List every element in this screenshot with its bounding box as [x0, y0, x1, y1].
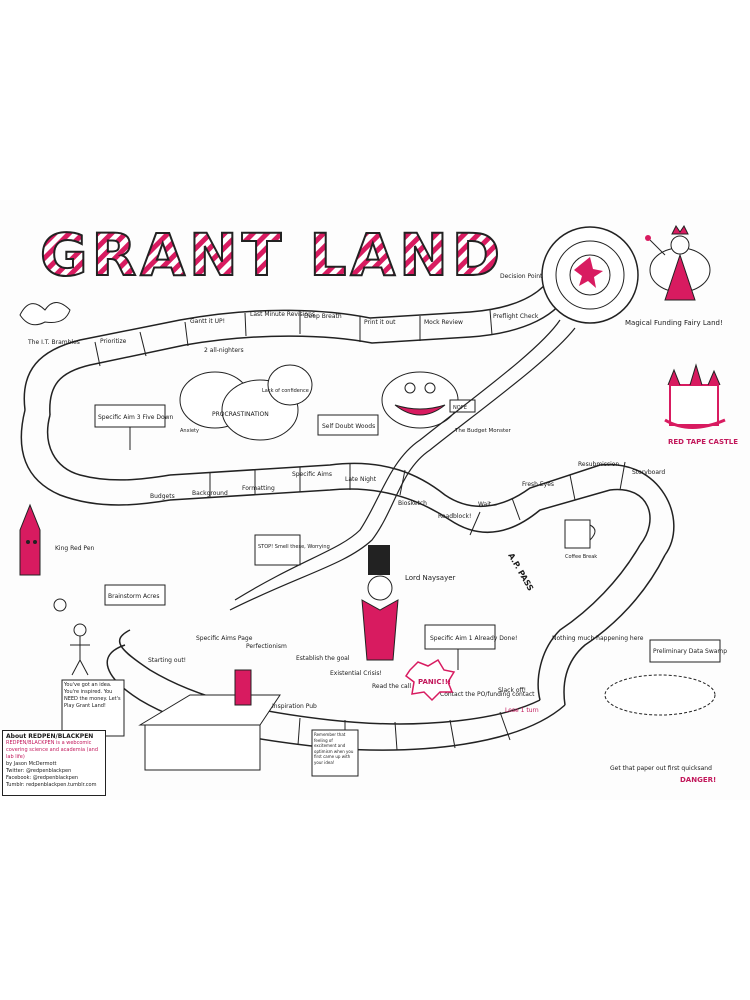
- board-illustration: GRANT LAND Prioritize: [19, 220, 738, 784]
- space-last-minute: Last Minute Revisions: [250, 311, 315, 318]
- stick-figure: [53, 598, 90, 676]
- confidence-label: Lack of confidence: [262, 388, 309, 394]
- sign-aim3: Specific Aim 3 Five Down: [94, 404, 174, 450]
- it-brambles: The I.T. Brambles: [19, 302, 80, 346]
- space-all-nighters: 2 all-nighters: [204, 347, 244, 354]
- svg-text:NOPE: NOPE: [453, 405, 467, 411]
- about-line1: REDPEN/BLACKPEN is a webcomic covering s…: [6, 740, 99, 760]
- space-read-call: Read the call: [372, 683, 411, 690]
- brambles-label: The I.T. Brambles: [27, 339, 80, 346]
- space-mock-review: Mock Review: [424, 319, 463, 326]
- space-slack: Slack off!: [498, 687, 526, 694]
- space-late-night: Late Night: [345, 476, 377, 483]
- road: [229, 319, 576, 611]
- crown-icon: [671, 225, 689, 235]
- space-biosketch: Biosketch: [398, 500, 427, 507]
- space-labels-top: Prioritize Gantt it UP! 2 all-nighters L…: [100, 273, 543, 354]
- procrastination-label: PROCRASTINATION: [212, 411, 269, 418]
- board-path: [20, 269, 675, 751]
- svg-text:Inspiration Pub: Inspiration Pub: [272, 703, 317, 710]
- funding-fairy: Magical Funding Fairy Land!: [625, 225, 723, 327]
- space-lose-turn: Lose 1 turn: [505, 707, 539, 714]
- space-decision: Decision Point: [500, 273, 543, 280]
- sign-self-doubt: Self Doubt Woods: [317, 414, 379, 436]
- space-wait: Wait...: [478, 501, 497, 508]
- lord-naysayer: Lord Naysayer: [361, 545, 456, 661]
- inspiration-pub: Inspiration Pub: [138, 669, 317, 771]
- space-background: Background: [192, 490, 228, 497]
- about-panel: About REDPEN/BLACKPEN REDPEN/BLACKPEN is…: [2, 730, 106, 796]
- about-facebook[interactable]: Facebook: @redpenblackpen: [6, 775, 79, 781]
- svg-text:PANIC!!!: PANIC!!!: [418, 678, 451, 686]
- space-specific-aims: Specific Aims: [292, 471, 332, 478]
- budget-monster: NOPE The Budget Monster: [381, 371, 512, 434]
- anxiety-label: Anxiety: [180, 428, 199, 434]
- space-nothing: Nothing much happening here: [552, 635, 644, 642]
- svg-text:Coffee Break: Coffee Break: [565, 554, 597, 560]
- procrastination-forest: PROCRASTINATION Anxiety Lack of confiden…: [179, 364, 313, 441]
- space-establish: Establish the goal: [296, 655, 350, 662]
- space-perfectionism: Perfectionism: [246, 643, 287, 650]
- space-preflight: Preflight Check: [493, 313, 539, 320]
- title-logo: GRANT LAND: [39, 220, 504, 290]
- space-crisis: Existential Crisis!: [330, 670, 382, 677]
- sign-stop: STOP! Smell these, Worrying: [254, 534, 330, 566]
- space-labels-bottom: Starting out! Specific Aims Page Perfect…: [148, 635, 644, 714]
- svg-text:King Red Pen: King Red Pen: [55, 545, 95, 552]
- space-prioritize: Prioritize: [100, 338, 127, 345]
- game-board: GRANT LAND Prioritize: [0, 200, 750, 800]
- space-contact: Contact the PO/funding contact: [440, 691, 535, 698]
- note-remember: Remember that feeling of excitement and …: [311, 729, 359, 777]
- sign-brainstorm: Brainstorm Acres: [104, 584, 166, 606]
- about-line2: by Jason McDermott: [6, 761, 57, 767]
- svg-text:Preliminary Data Swamp: Preliminary Data Swamp: [653, 648, 727, 655]
- space-roadblock: Roadblock!: [438, 513, 471, 520]
- coffee-cup: Coffee Break: [564, 519, 597, 560]
- svg-text:Specific Aim 1 Already Done!: Specific Aim 1 Already Done!: [430, 635, 517, 642]
- space-budgets: Budgets: [150, 493, 175, 500]
- panic-bubble: PANIC!!!: [404, 658, 456, 702]
- svg-text:Get that paper out first quick: Get that paper out first quicksand: [610, 765, 712, 772]
- space-starting: Starting out!: [148, 657, 186, 664]
- star-icon: [574, 257, 603, 288]
- data-swamp: Preliminary Data Swamp Get that paper ou…: [604, 639, 727, 784]
- red-tape-castle: RED TAPE CASTLE: [664, 363, 738, 446]
- about-twitter[interactable]: Twitter: @redpenblackpen: [6, 768, 72, 774]
- svg-text:STOP! Smell these, Worrying: STOP! Smell these, Worrying: [258, 544, 330, 550]
- svg-text:Self Doubt Woods: Self Doubt Woods: [322, 423, 375, 430]
- space-gantt: Gantt it UP!: [190, 318, 225, 325]
- space-fresh-eyes: Fresh Eyes: [522, 481, 554, 488]
- ap-pass: A.P. PASS: [506, 552, 535, 593]
- space-formatting: Formatting: [242, 485, 275, 492]
- space-print: Print it out: [364, 319, 396, 326]
- sign-aim1: Specific Aim 1 Already Done!: [424, 624, 517, 670]
- svg-text:Brainstorm Acres: Brainstorm Acres: [108, 593, 159, 600]
- svg-text:Lord Naysayer: Lord Naysayer: [405, 574, 456, 582]
- space-storyboard: Storyboard: [632, 469, 665, 476]
- space-labels-middle: Budgets Background Formatting Specific A…: [150, 461, 665, 520]
- fairy-land-label: Magical Funding Fairy Land!: [625, 319, 723, 327]
- space-deep-breath: Deep Breath: [304, 313, 342, 320]
- budget-monster-label: The Budget Monster: [454, 428, 512, 434]
- about-tumblr[interactable]: Tumblr: redpenblackpen.tumblr.com: [6, 782, 97, 788]
- title-text: GRANT LAND: [40, 221, 504, 289]
- space-resubmission: Resubmission: [578, 461, 619, 468]
- castle-label: RED TAPE CASTLE: [668, 438, 738, 446]
- svg-text:Specific Aim 3 Five Down: Specific Aim 3 Five Down: [98, 414, 174, 421]
- about-heading: About REDPEN/BLACKPEN: [6, 733, 94, 740]
- decision-spiral: [541, 226, 639, 324]
- space-aims-page: Specific Aims Page: [196, 635, 253, 642]
- svg-text:A.P. PASS: A.P. PASS: [506, 552, 535, 593]
- king-red-pen: King Red Pen: [19, 503, 95, 576]
- note-idea: You've got an idea. You're inspired. You…: [61, 679, 125, 737]
- svg-text:DANGER!: DANGER!: [680, 776, 716, 784]
